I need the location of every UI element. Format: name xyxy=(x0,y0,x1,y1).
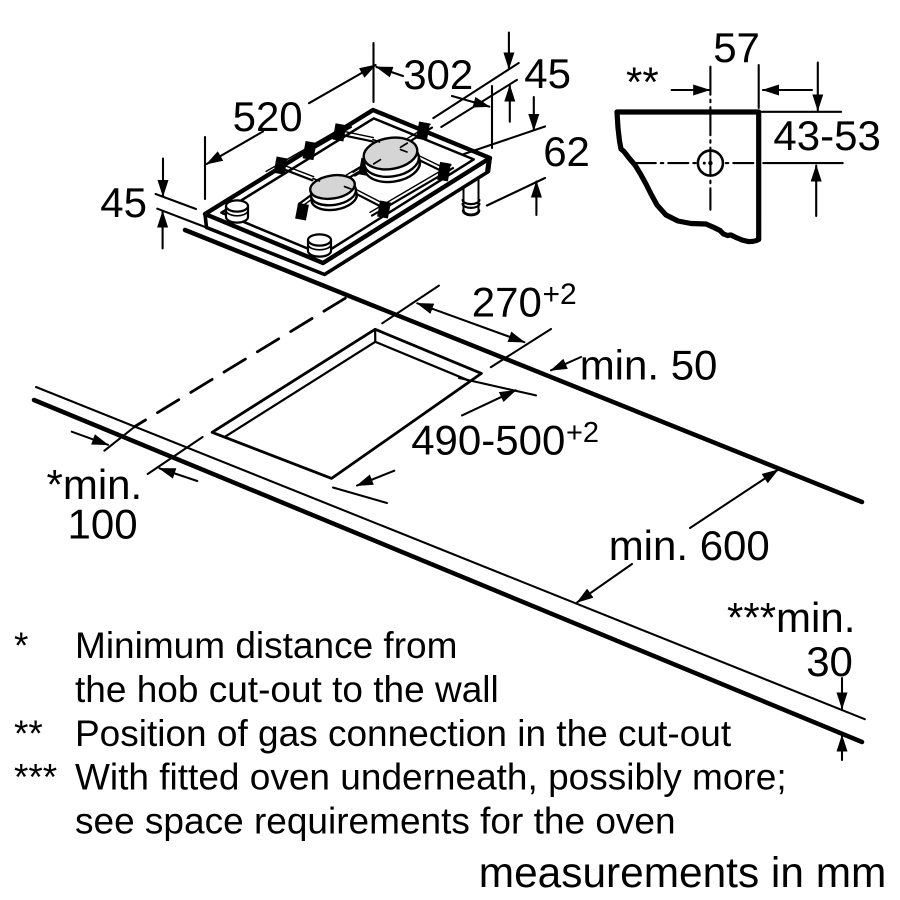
svg-text:***: *** xyxy=(14,757,57,798)
svg-text:490-500: 490-500 xyxy=(411,416,565,463)
svg-text:520: 520 xyxy=(233,93,303,140)
svg-text:62: 62 xyxy=(543,128,590,175)
svg-text:45: 45 xyxy=(524,50,571,97)
svg-text:see space requirements for the: see space requirements for the oven xyxy=(75,800,676,841)
svg-text:57: 57 xyxy=(713,24,760,71)
svg-text:+2: +2 xyxy=(566,417,599,449)
svg-text:30: 30 xyxy=(806,638,853,685)
svg-text:45: 45 xyxy=(100,179,147,226)
svg-text:min. 600: min. 600 xyxy=(609,522,770,569)
svg-text:302: 302 xyxy=(403,51,473,98)
svg-text:Minimum distance from: Minimum distance from xyxy=(75,625,457,666)
svg-text:min. 50: min. 50 xyxy=(580,342,718,389)
svg-text:100: 100 xyxy=(68,501,138,548)
svg-text:**: ** xyxy=(14,713,43,754)
svg-text:measurements in mm: measurements in mm xyxy=(479,849,887,896)
svg-text:270: 270 xyxy=(472,279,542,326)
svg-text:the hob cut-out to the wall: the hob cut-out to the wall xyxy=(75,669,499,710)
svg-text:*min.: *min. xyxy=(47,461,143,508)
svg-text:Position of gas connection in: Position of gas connection in the cut-ou… xyxy=(75,713,732,754)
svg-text:*: * xyxy=(14,625,28,666)
svg-text:With fitted oven underneath, p: With fitted oven underneath, possibly mo… xyxy=(75,757,787,798)
svg-text:43-53: 43-53 xyxy=(773,112,880,159)
svg-text:***min.: ***min. xyxy=(727,594,855,641)
svg-text:+2: +2 xyxy=(543,278,577,311)
svg-text:**: ** xyxy=(626,59,659,106)
